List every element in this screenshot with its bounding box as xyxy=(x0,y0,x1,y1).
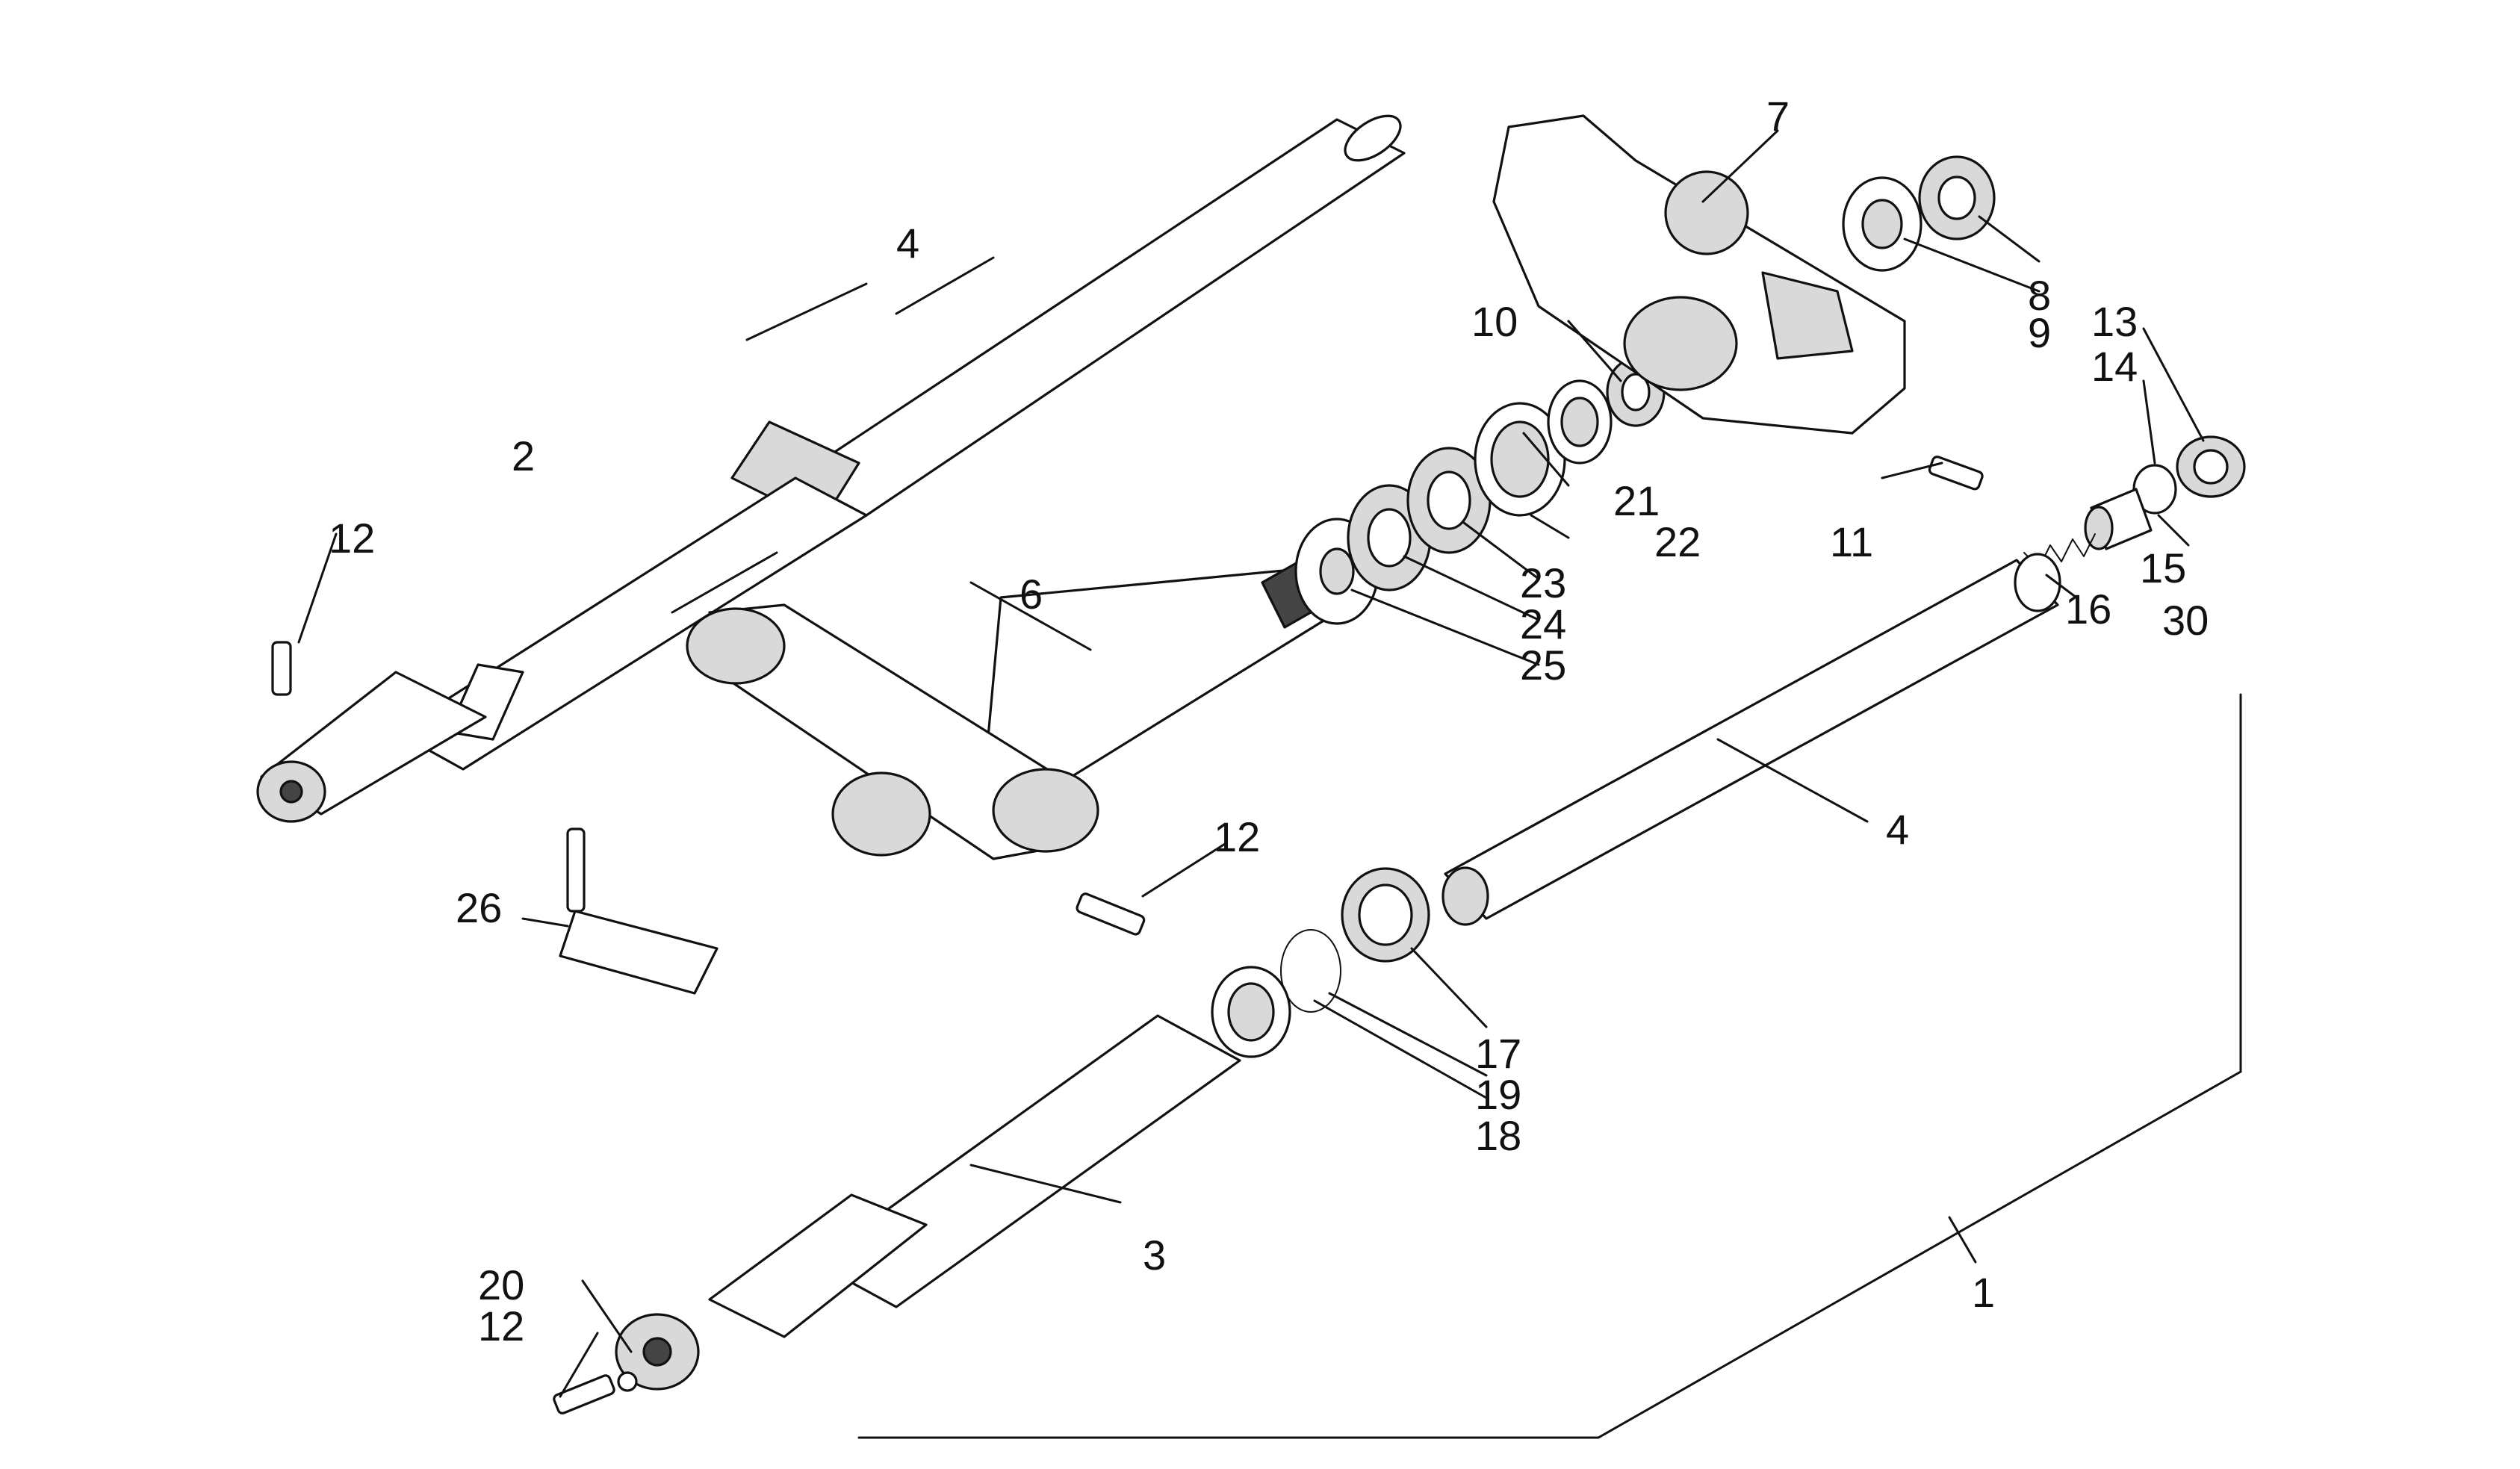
callout-17: 17 xyxy=(1475,1030,1521,1077)
fork-slider-right xyxy=(553,1014,1241,1414)
nut-8 xyxy=(1918,155,1996,240)
callout-8: 8 xyxy=(2028,272,2051,319)
callout-11: 11 xyxy=(1830,518,1873,565)
washer-9 xyxy=(1842,176,1922,272)
circlip-19 xyxy=(1280,929,1341,1013)
callout-25: 25 xyxy=(1520,642,1566,689)
callout-23: 23 xyxy=(1520,559,1566,606)
spacer-15 xyxy=(2084,488,2153,550)
washer-21 xyxy=(1547,379,1613,465)
fork-tube-upper xyxy=(394,114,1406,771)
callout-12c: 12 xyxy=(478,1302,524,1350)
bracket-plate-26 xyxy=(559,827,719,995)
callouts: 4 2 12 6 7 8 9 10 11 12 13 14 21 22 15 1… xyxy=(329,93,2209,1350)
lower-triple-clamp xyxy=(686,551,1338,936)
callout-19: 19 xyxy=(1475,1071,1521,1118)
callout-13: 13 xyxy=(2091,298,2138,345)
callout-4a: 4 xyxy=(896,220,919,267)
callout-30: 30 xyxy=(2162,597,2209,644)
callout-3: 3 xyxy=(1143,1232,1166,1279)
bushing-17 xyxy=(1341,867,1430,963)
stem-washer-25 xyxy=(1294,518,1380,625)
callout-6: 6 xyxy=(1020,571,1043,618)
callout-1: 1 xyxy=(1972,1269,1995,1316)
cap-13 xyxy=(2176,435,2246,498)
callout-7: 7 xyxy=(1766,93,1790,140)
callout-16: 16 xyxy=(2065,586,2111,633)
callout-4b: 4 xyxy=(1886,806,1909,853)
upper-triple-clamp xyxy=(1492,114,1984,491)
callout-24: 24 xyxy=(1520,600,1566,647)
fork-slider-left xyxy=(256,641,524,823)
callout-14: 14 xyxy=(2091,343,2138,390)
callout-2: 2 xyxy=(512,432,535,479)
leader-lines xyxy=(297,129,2242,1439)
fork-tube-right xyxy=(1441,553,2061,926)
callout-10: 10 xyxy=(1471,298,1518,345)
callout-22: 22 xyxy=(1654,518,1701,565)
callout-12a: 12 xyxy=(329,515,375,562)
callout-20: 20 xyxy=(478,1261,524,1308)
seal-18 xyxy=(1211,966,1291,1058)
callout-18: 18 xyxy=(1475,1112,1521,1159)
callout-9: 9 xyxy=(2028,309,2051,356)
callout-15: 15 xyxy=(2140,544,2186,591)
callout-12b: 12 xyxy=(1214,813,1260,860)
callout-21: 21 xyxy=(1613,477,1660,524)
callout-26: 26 xyxy=(456,884,502,931)
